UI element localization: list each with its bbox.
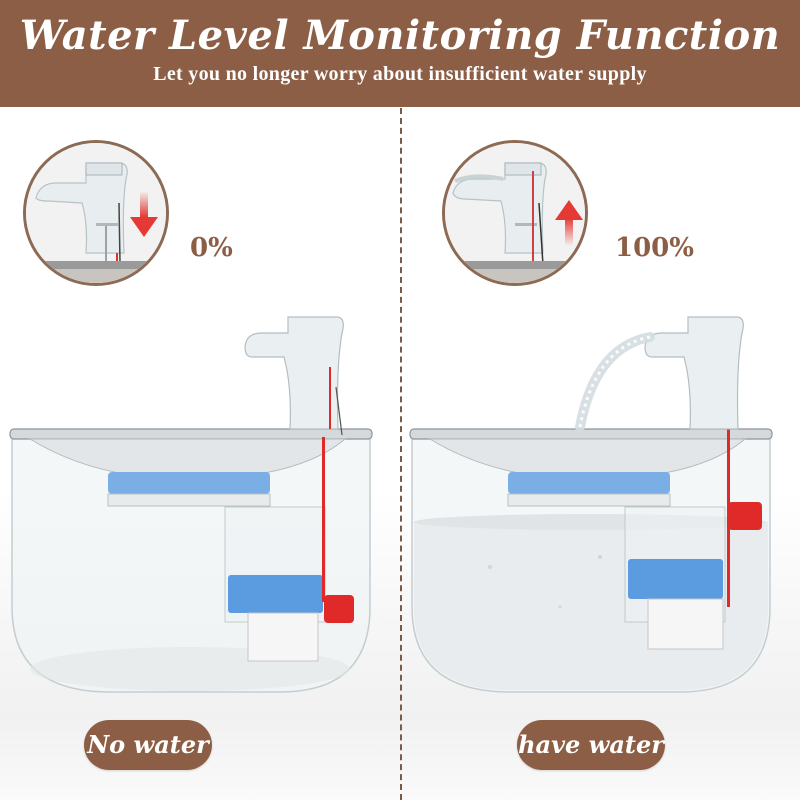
- dashed-divider: [400, 108, 402, 800]
- spout-closeup-inset: [23, 140, 169, 286]
- header-banner: Water Level Monitoring Function Let you …: [0, 0, 800, 107]
- spout-closeup-inset: [442, 140, 588, 286]
- fountain-full-illustration: [409, 316, 773, 693]
- status-label-have-water: have water: [517, 720, 665, 770]
- panel-no-water: 0% No water: [0, 107, 400, 800]
- fountain-empty-illustration: [9, 316, 373, 693]
- panel-have-water: 100% have water: [400, 107, 800, 800]
- water-level-percentage: 0%: [190, 233, 233, 263]
- page-subtitle: Let you no longer worry about insufficie…: [153, 63, 647, 85]
- arrow-down-icon: [130, 191, 158, 237]
- page-title: Water Level Monitoring Function: [19, 12, 781, 59]
- water-level-percentage: 100%: [615, 233, 694, 263]
- status-label-no-water: No water: [84, 720, 212, 770]
- arrow-up-icon: [555, 200, 583, 246]
